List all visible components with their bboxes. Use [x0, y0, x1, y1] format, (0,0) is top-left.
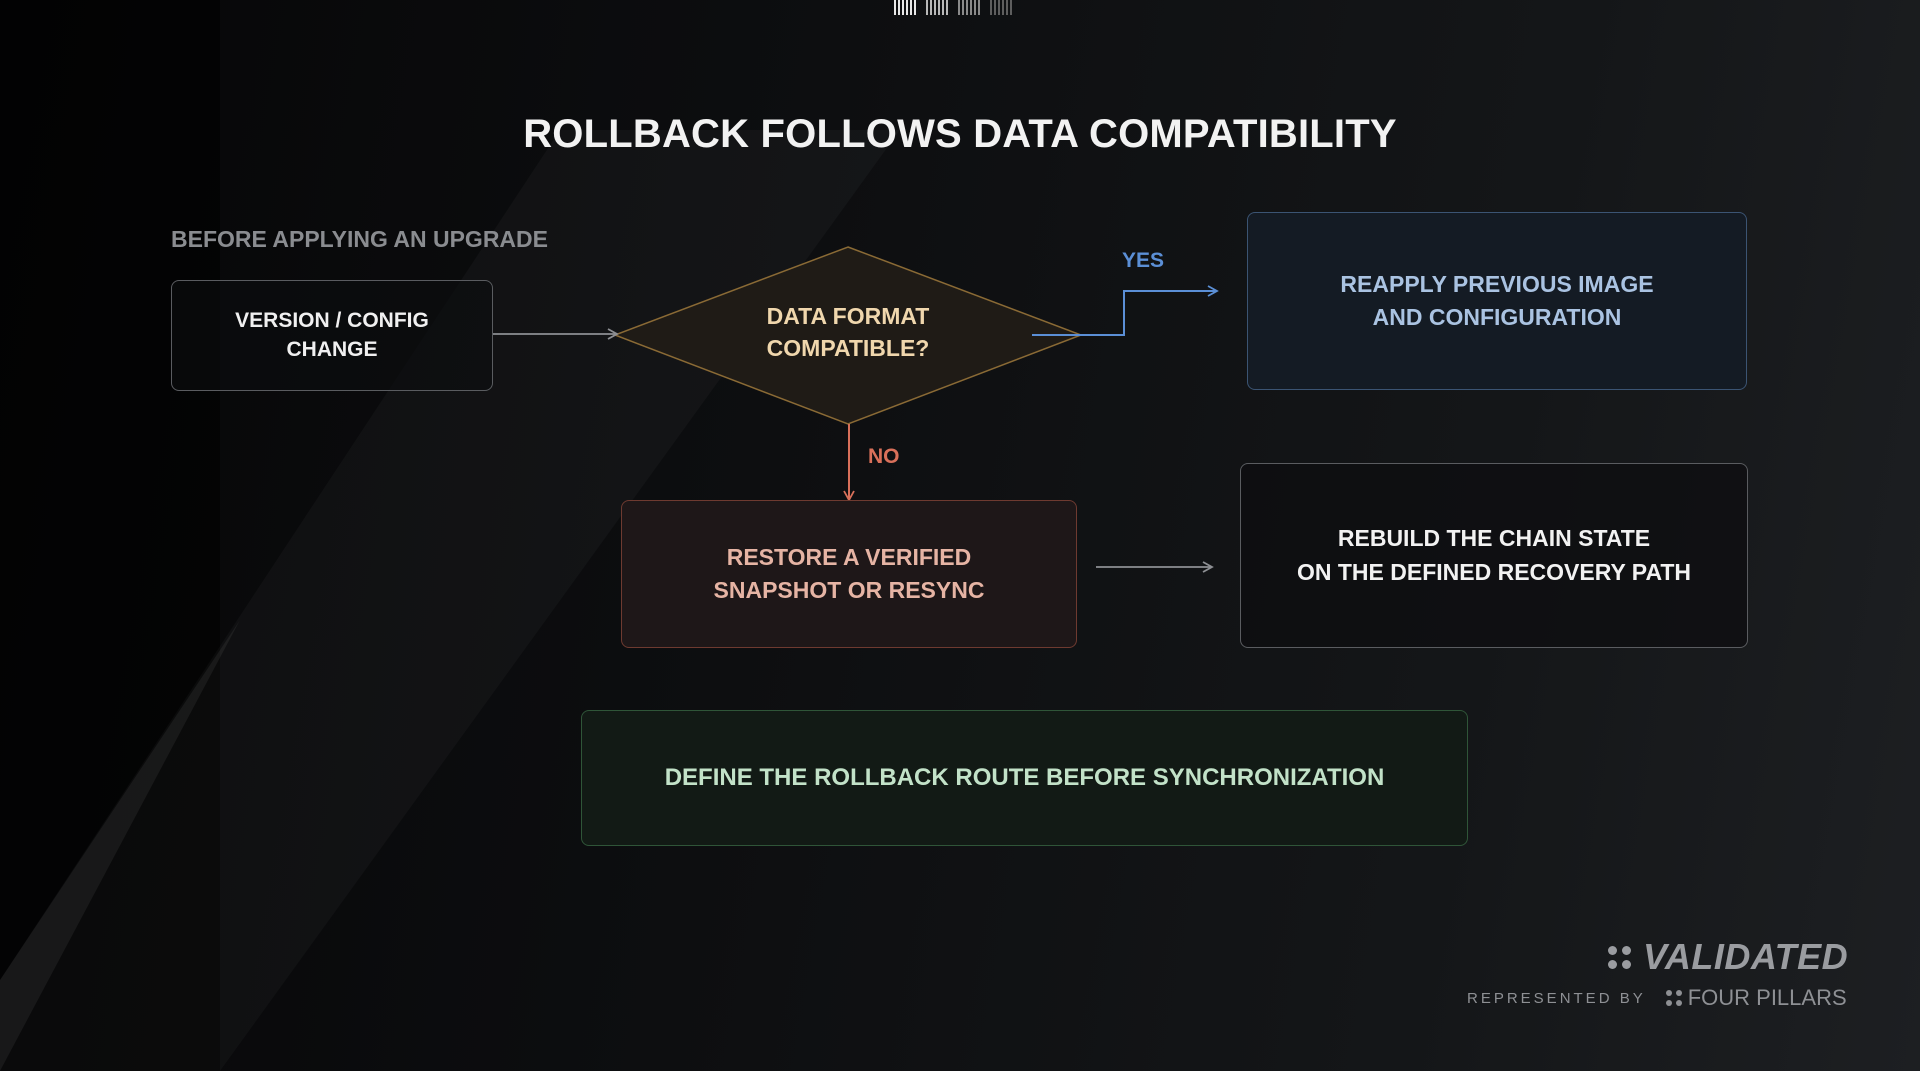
header-progress-marks: [894, 0, 1012, 15]
version-config-change-node: VERSION / CONFIG CHANGE: [171, 280, 493, 391]
reapply-previous-image-node: REAPPLY PREVIOUS IMAGE AND CONFIGURATION: [1247, 212, 1747, 390]
decision-label: DATA FORMAT COMPATIBLE?: [766, 303, 930, 362]
progress-mark: [894, 0, 916, 15]
version-config-change-label: VERSION / CONFIG CHANGE: [235, 309, 429, 361]
section-label: BEFORE APPLYING AN UPGRADE: [171, 226, 548, 252]
logo-text: VALIDATED: [1643, 936, 1849, 977]
progress-mark: [990, 0, 1012, 15]
define-rollback-route-label: DEFINE THE ROLLBACK ROUTE BEFORE SYNCHRO…: [664, 763, 1385, 791]
restore-snapshot-node: RESTORE A VERIFIED SNAPSHOT OR RESYNC: [621, 500, 1077, 648]
progress-mark: [958, 0, 980, 15]
no-edge-label: NO: [868, 445, 900, 468]
arrow-yes-to-reapply: [1032, 285, 1219, 336]
slide-title: ROLLBACK FOLLOWS DATA COMPATIBILITY: [523, 112, 1397, 156]
define-rollback-route-banner: DEFINE THE ROLLBACK ROUTE BEFORE SYNCHRO…: [581, 710, 1468, 846]
represented-by-footer: REPRESENTED BY FOUR PILLARS: [1467, 985, 1847, 1011]
represented-by-text: REPRESENTED BY: [1467, 989, 1646, 1007]
four-dot-icon: [1608, 945, 1631, 969]
restore-snapshot-label: RESTORE A VERIFIED SNAPSHOT OR RESYNC: [713, 543, 985, 603]
four-dot-icon: [1665, 990, 1682, 1006]
partner-name: FOUR PILLARS: [1687, 985, 1847, 1010]
reapply-previous-image-label: REAPPLY PREVIOUS IMAGE AND CONFIGURATION: [1340, 270, 1654, 330]
rebuild-chain-state-label: REBUILD THE CHAIN STATE ON THE DEFINED R…: [1296, 525, 1692, 585]
progress-mark: [926, 0, 948, 15]
rebuild-chain-state-node: REBUILD THE CHAIN STATE ON THE DEFINED R…: [1240, 463, 1748, 648]
yes-edge-label: YES: [1122, 249, 1165, 272]
validated-logo: VALIDATED: [1608, 936, 1848, 978]
